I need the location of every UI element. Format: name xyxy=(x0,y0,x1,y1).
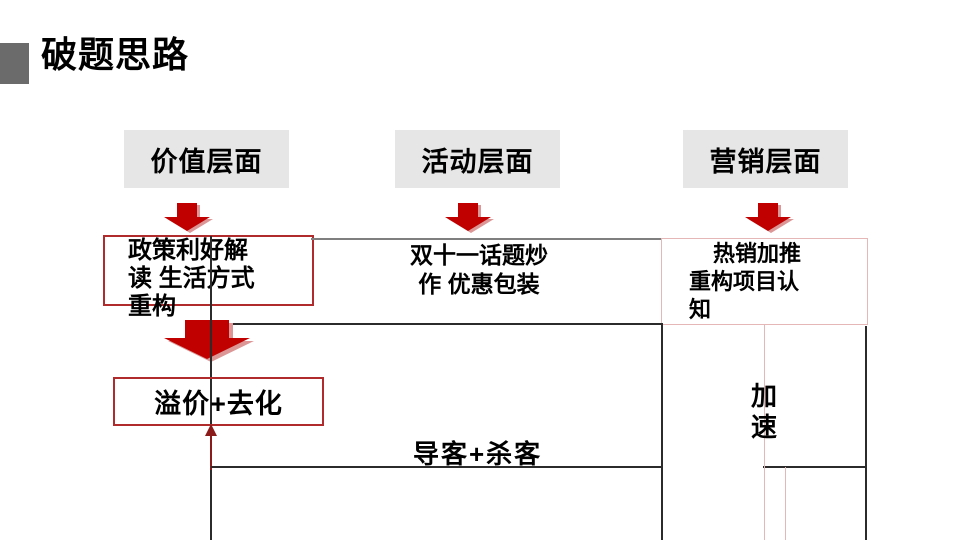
value-box-line: 重构 xyxy=(128,293,176,320)
right-vertical-line xyxy=(865,326,867,540)
bottom-left-horizontal-line xyxy=(211,466,663,468)
header-label: 价值层面 xyxy=(150,146,263,177)
value-box-line: 读 生活方式 xyxy=(128,265,255,292)
accelerate-line: 加 xyxy=(750,381,777,411)
value-box-line: 政策利好解 xyxy=(128,237,248,264)
center-vertical-line xyxy=(661,324,663,540)
value-box-border xyxy=(103,235,314,306)
top-divider-line xyxy=(311,238,662,240)
marketing-box-text: 热销加推 重构项目认 知 xyxy=(663,240,889,324)
up-arrow-icon xyxy=(205,424,217,470)
header-label: 活动层面 xyxy=(421,146,534,177)
header-activity-level: 活动层面 xyxy=(395,130,560,188)
activity-box-text: 双十一话题炒 作 优惠包装 xyxy=(393,241,565,299)
down-arrow-icon xyxy=(445,203,494,233)
down-arrow-icon xyxy=(164,203,213,233)
marketing-box-line: 重构项目认 xyxy=(689,269,800,294)
left-vertical-line xyxy=(210,236,212,540)
header-label: 营销层面 xyxy=(709,146,822,177)
mid-horizontal-line xyxy=(211,323,663,325)
accelerate-label: 加 速 xyxy=(731,381,797,443)
accelerate-line: 速 xyxy=(750,412,777,442)
activity-box-line: 双十一话题炒 xyxy=(410,242,548,268)
pink-guide-line xyxy=(764,325,765,540)
page-title: 破题思路 xyxy=(41,34,190,75)
header-value-level: 价值层面 xyxy=(124,130,289,188)
marketing-box-line: 知 xyxy=(689,297,712,322)
marketing-box-border xyxy=(661,238,868,325)
down-arrow-icon xyxy=(745,203,794,233)
title-accent-square xyxy=(0,43,29,84)
activity-box-line: 作 优惠包装 xyxy=(418,271,540,297)
premium-box-label: 溢价+去化 xyxy=(154,389,283,419)
header-marketing-level: 营销层面 xyxy=(683,130,848,188)
funnel-label: 导客+杀客 xyxy=(413,439,543,469)
value-box-text: 政策利好解 读 生活方式 重构 xyxy=(103,237,358,321)
marketing-box-line: 热销加推 xyxy=(713,241,802,266)
premium-box: 溢价+去化 xyxy=(113,377,324,426)
pink-guide-line xyxy=(785,467,786,540)
bottom-right-horizontal-line xyxy=(763,466,867,468)
